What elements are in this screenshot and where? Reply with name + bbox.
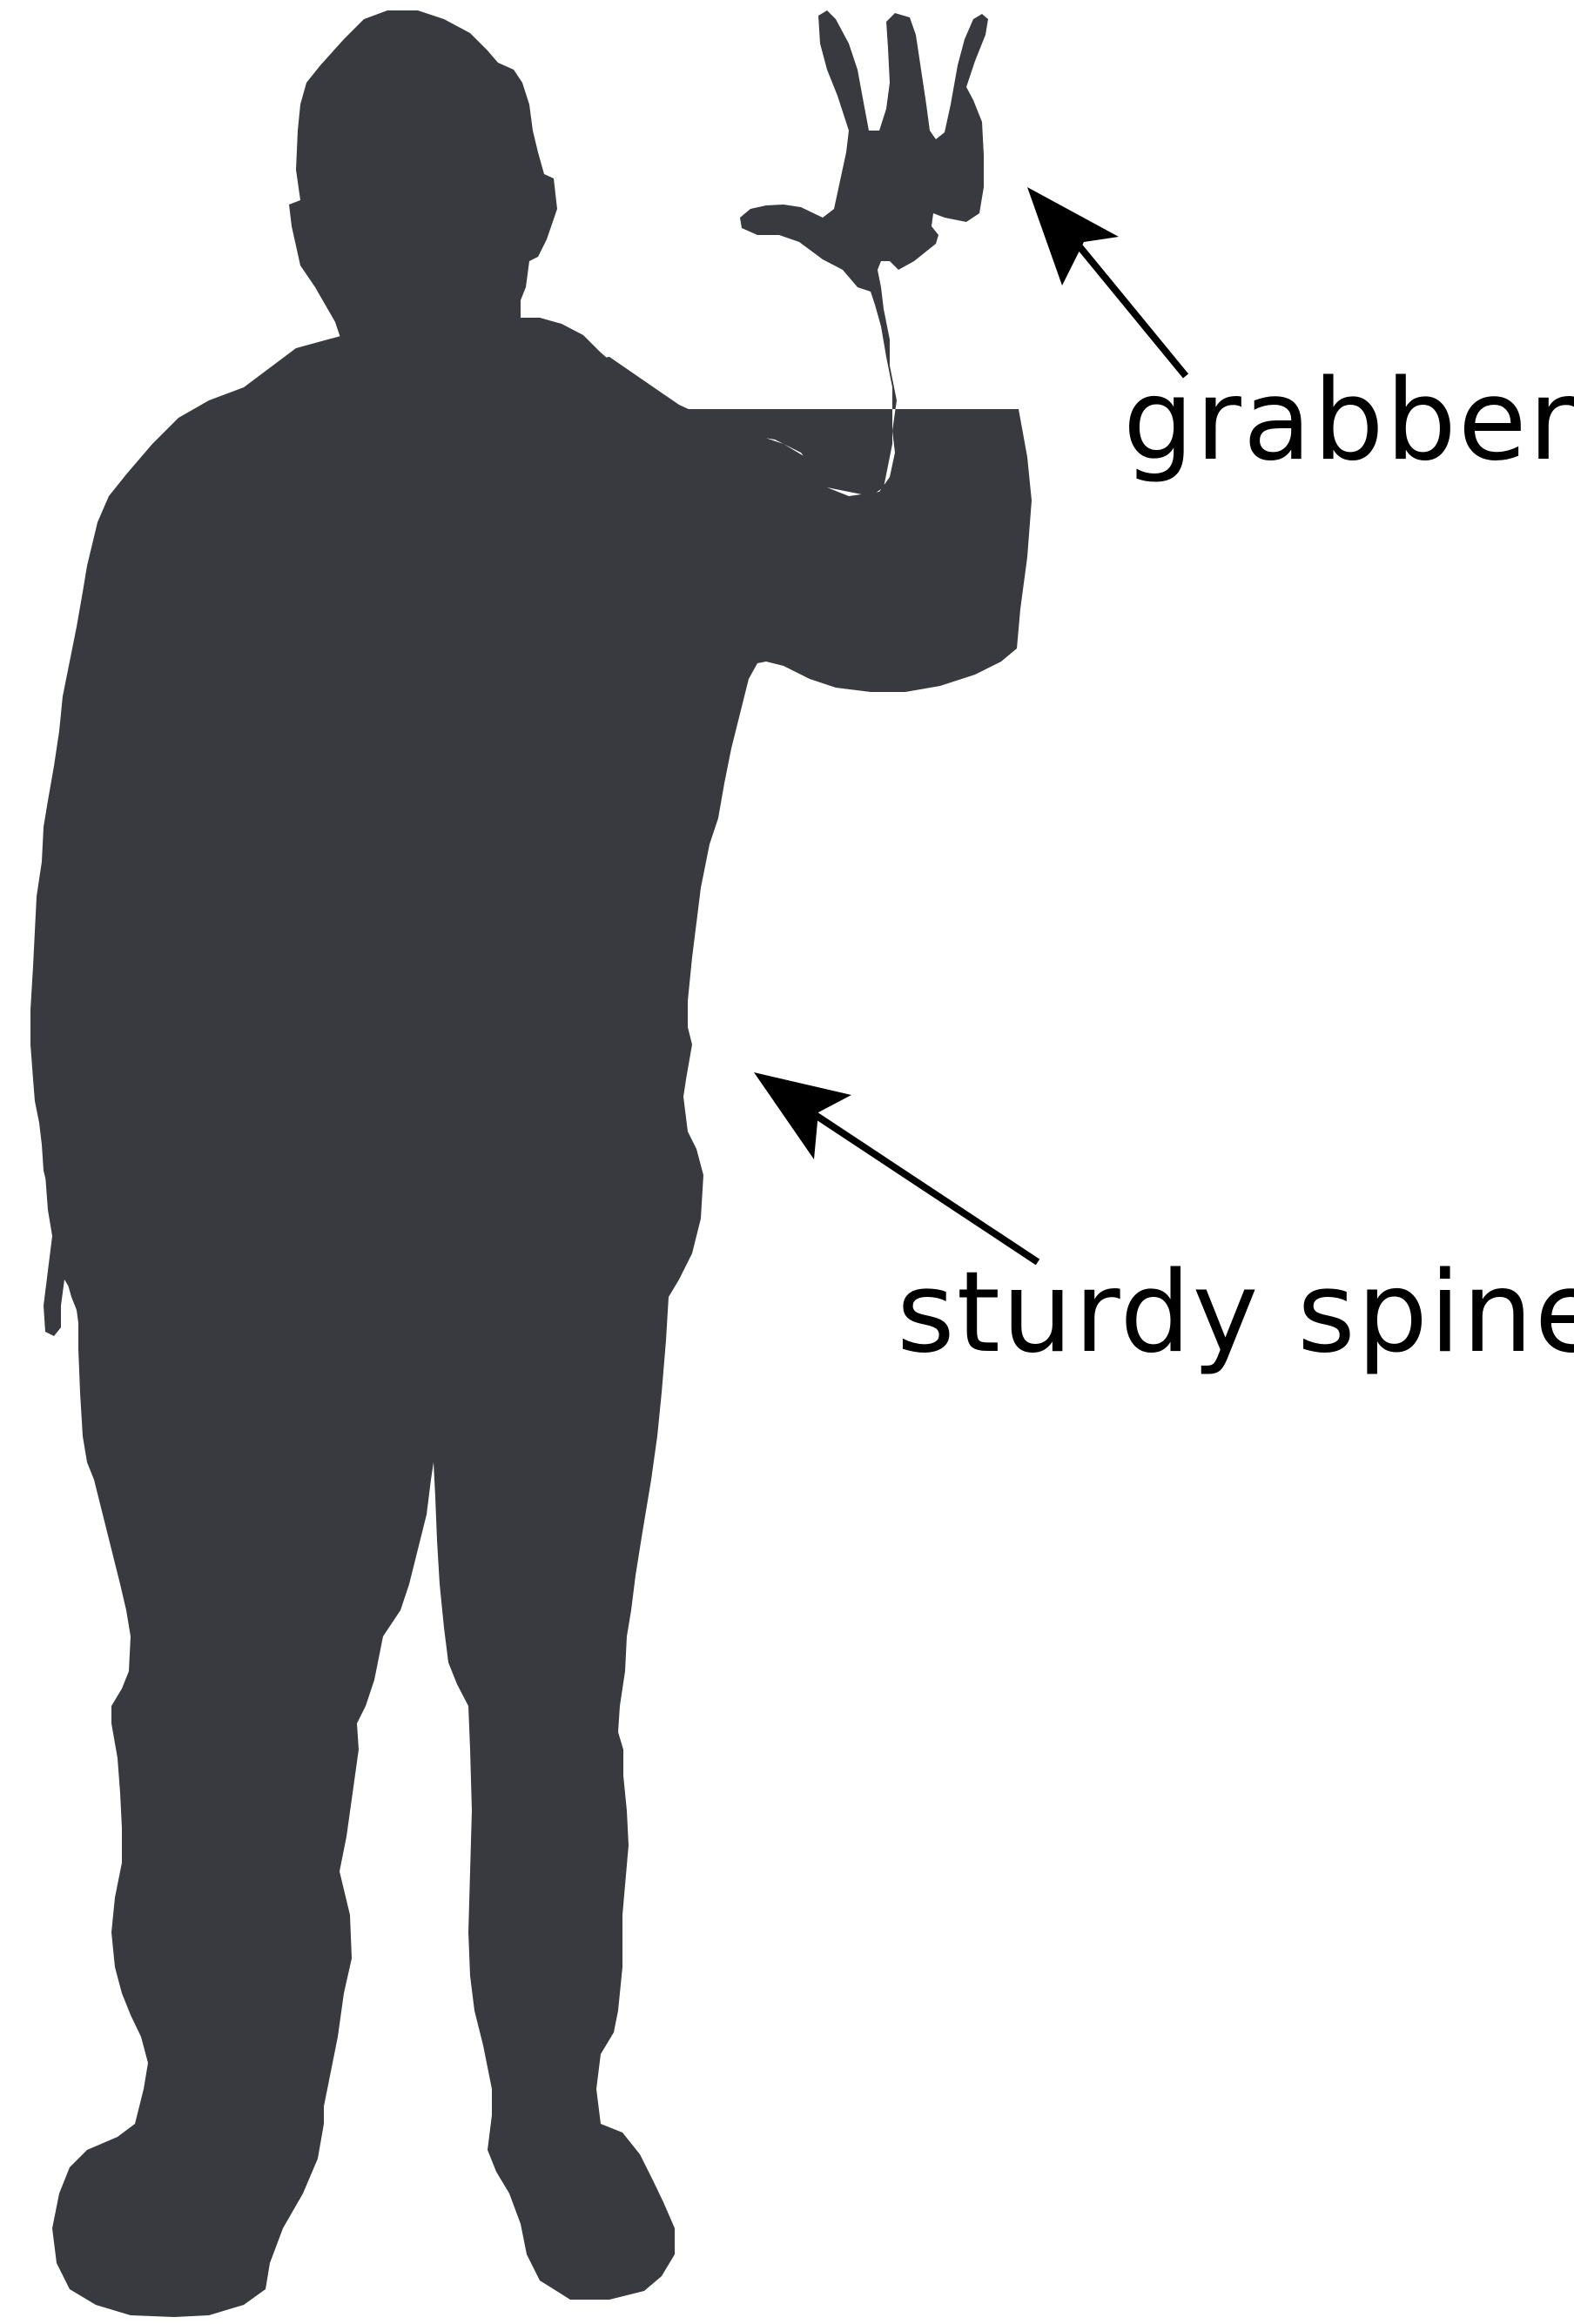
- grabber-arrow-shaft: [1066, 231, 1186, 376]
- sturdy-spine-label: sturdy spine: [897, 1258, 1574, 1369]
- grabber-arrowhead: [1027, 187, 1119, 285]
- annotation-arrows: [754, 187, 1186, 1262]
- grabber-label: grabber: [1123, 366, 1574, 477]
- spine-arrowhead: [754, 1072, 851, 1159]
- spine-arrow-shaft: [801, 1105, 1038, 1262]
- silhouette-head: [289, 10, 614, 383]
- person-silhouette: [30, 10, 1032, 2317]
